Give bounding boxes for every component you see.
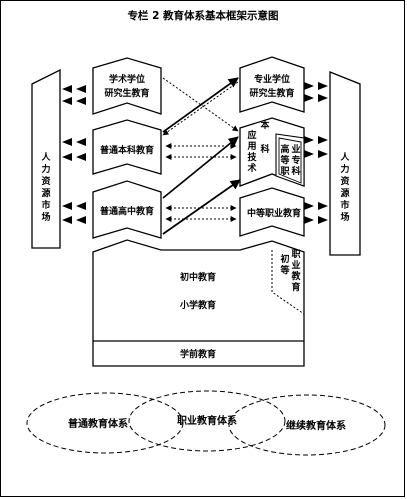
general-undergraduate-label: 普通本科教育 <box>100 144 154 156</box>
higher-voc-char-3: 业 <box>291 143 300 155</box>
higher-voc-char-4: 专 <box>291 154 300 166</box>
professional-degree-line-2: 研究生教育 <box>249 87 294 99</box>
general-high-school-box: 普通高中教育 <box>92 180 162 239</box>
right-market-char-1: 力 <box>340 163 349 175</box>
junior-voc-char-4: 教 <box>290 270 301 282</box>
applied-tech-char-0: 应 <box>247 129 256 141</box>
progression-arrows <box>162 77 241 235</box>
benke-char-1: 科 <box>260 143 269 155</box>
secondary-vocational-box: 中等职业教育 <box>239 187 305 237</box>
junior-vocational-region: 初 等 职 业 教 育 <box>271 249 305 315</box>
left-market-char-3: 源 <box>41 187 50 199</box>
junior-voc-char-1: 等 <box>279 264 289 276</box>
left-market-char-1: 力 <box>41 163 50 175</box>
vocational-education-label: 职业教育体系 <box>177 414 237 427</box>
basic-education-block: 初中教育 小学教育 学前教育 <box>92 239 305 367</box>
junior-voc-char-5: 育 <box>291 281 300 293</box>
right-market-arrows <box>304 82 328 224</box>
right-market-char-3: 源 <box>340 187 349 199</box>
junior-high-label: 初中教育 <box>180 271 216 283</box>
academic-degree-line-1: 学术学位 <box>109 73 145 85</box>
applied-tech-char-3: 术 <box>246 162 256 174</box>
applied-tech-char-2: 技 <box>247 151 257 163</box>
junior-voc-char-2: 职 <box>291 249 300 260</box>
applied-tech-char-1: 用 <box>246 141 256 152</box>
right-hr-market: 人 力 资 源 市 场 <box>329 71 361 256</box>
secondary-vocational-label: 中等职业教育 <box>247 207 301 219</box>
system-ellipses: 普通教育体系 职业教育体系 继续教育体系 <box>26 390 386 456</box>
benke-char-0: 本 <box>260 119 270 131</box>
left-market-char-2: 资 <box>41 175 50 187</box>
junior-voc-char-0: 初 <box>280 253 289 265</box>
general-high-school-label: 普通高中教育 <box>100 205 154 217</box>
preschool-label: 学前教育 <box>180 348 216 360</box>
diagram-title: 专栏 2 教育体系基本框架示意图 <box>127 9 278 22</box>
vocational-education-ellipse <box>128 390 286 452</box>
higher-voc-char-0: 高 <box>280 143 289 155</box>
continuing-education-ellipse <box>228 394 386 456</box>
left-market-char-4: 市 <box>41 199 50 211</box>
dotted-transfer-arrows <box>162 77 239 222</box>
professional-degree-line-1: 专业学位 <box>254 73 290 85</box>
left-hr-market: 人 力 资 源 市 场 <box>31 68 61 249</box>
left-market-char-5: 场 <box>41 211 50 223</box>
academic-degree-graduate-box: 学术学位 研究生教育 <box>92 57 162 115</box>
junior-voc-char-3: 业 <box>291 259 300 271</box>
continuing-education-label: 继续教育体系 <box>286 419 346 432</box>
academic-degree-line-2: 研究生教育 <box>104 87 149 99</box>
right-market-char-4: 市 <box>340 199 349 211</box>
primary-label: 小学教育 <box>179 299 216 311</box>
general-education-label: 普通教育体系 <box>68 417 128 430</box>
general-undergraduate-box: 普通本科教育 <box>92 119 162 175</box>
right-market-char-2: 资 <box>340 175 349 187</box>
right-market-char-5: 场 <box>340 211 349 223</box>
right-market-char-0: 人 <box>339 151 350 163</box>
left-market-char-0: 人 <box>40 151 51 163</box>
general-education-ellipse <box>26 392 184 454</box>
professional-degree-graduate-box: 专业学位 研究生教育 <box>239 56 305 113</box>
higher-voc-char-5: 科 <box>291 165 300 177</box>
applied-technology-box: 应 用 技 术 本 科 高 等 职 业 专 科 <box>239 117 305 187</box>
higher-voc-char-2: 职 <box>280 166 289 177</box>
higher-voc-char-1: 等 <box>279 154 289 166</box>
left-market-arrows <box>62 85 86 224</box>
